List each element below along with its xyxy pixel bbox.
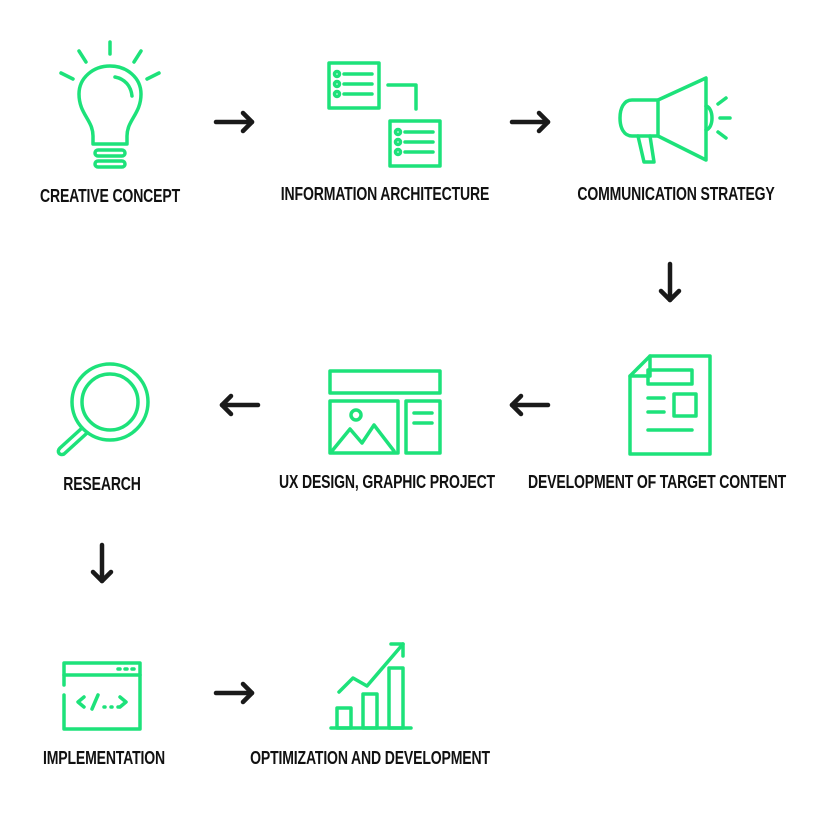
step-label-communication-strategy: COMMUNICATION STRATEGY [577,184,775,204]
step-label-development-of-target-content: DEVELOPMENT OF TARGET CONTENT [527,472,787,492]
arrow-down-icon [658,261,682,303]
layout-icon [328,369,442,455]
step-label-creative-concept: CREATIVE CONCEPT [40,186,180,206]
arrow-left-icon [219,393,261,417]
megaphone-icon [618,76,732,164]
document-icon [628,354,712,456]
arrow-right-icon [509,110,551,134]
code-window-icon [62,661,142,731]
growth-chart-icon [329,642,413,730]
step-label-information-architecture: INFORMATION ARCHITECTURE [280,184,490,204]
arrow-right-icon [213,110,255,134]
step-label-research: RESEARCH [63,474,141,494]
step-label-ux-design-graphic-project: UX DESIGN, GRAPHIC PROJECT [279,472,495,492]
step-label-implementation: IMPLEMENTATION [42,748,166,768]
arrow-down-icon [90,542,114,584]
arrow-left-icon [509,393,551,417]
arrow-right-icon [213,681,255,705]
lightbulb-icon [59,40,161,169]
step-label-optimization-and-development: OPTIMIZATION AND DEVELOPMENT [250,748,490,768]
sitemap-icon [327,61,442,168]
magnifier-icon [56,362,150,457]
